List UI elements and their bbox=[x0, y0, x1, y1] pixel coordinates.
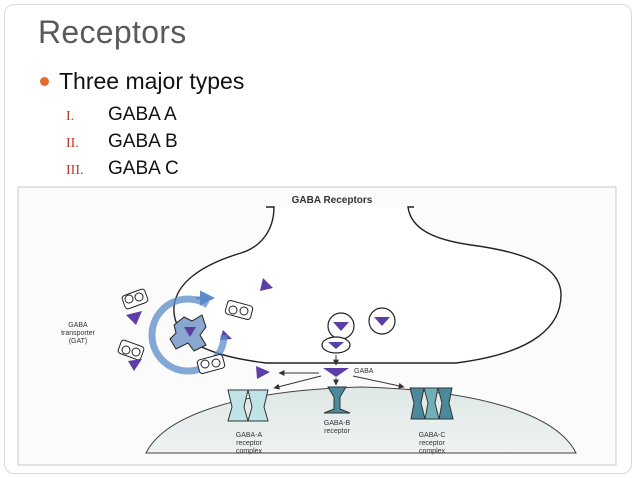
reuptake-cycle bbox=[148, 295, 228, 375]
vesicle-icon bbox=[368, 307, 396, 335]
gaba-a-label-line: GABA-A bbox=[236, 432, 263, 439]
gaba-molecule-icon bbox=[260, 278, 273, 291]
list-item: III. GABA C bbox=[66, 158, 179, 185]
list-item: II. GABA B bbox=[66, 131, 179, 158]
gaba-b-receptor-icon bbox=[323, 386, 351, 414]
transporter-unit-icon bbox=[224, 300, 254, 320]
gaba-a-receptor-icon bbox=[227, 389, 269, 422]
gaba-molecule-icon bbox=[128, 359, 142, 371]
vesicle-icon bbox=[321, 336, 351, 354]
roman-numeral: II. bbox=[66, 136, 79, 151]
transporter-unit-icon bbox=[121, 288, 149, 310]
transporter-label-line: (GAT) bbox=[69, 338, 88, 345]
gaba-molecule-icon bbox=[323, 368, 349, 377]
bullet-item: Three major types bbox=[40, 68, 244, 95]
transporter-unit-icon bbox=[196, 354, 226, 374]
slide-frame bbox=[4, 4, 632, 474]
presynaptic-terminal bbox=[173, 206, 562, 364]
gaba-a-label-line: receptor bbox=[236, 440, 262, 447]
gaba-c-label-line: receptor bbox=[419, 440, 445, 447]
roman-numeral: III. bbox=[66, 163, 84, 178]
arrow-to-gaba-c bbox=[352, 375, 405, 389]
gaba-c-label-line: GABA-C bbox=[419, 432, 446, 439]
vesicle-icon bbox=[327, 312, 355, 340]
gaba-b-label-line: receptor bbox=[324, 428, 350, 435]
slide-title: Receptors bbox=[38, 14, 187, 50]
list-item-label: GABA A bbox=[108, 104, 177, 125]
gaba-receptor-diagram: GABA Receptors GABA bbox=[16, 185, 620, 468]
transporter-label-line: transporter bbox=[61, 330, 96, 337]
sub-list: I. GABA A II. GABA B III. GABA C bbox=[66, 104, 179, 185]
gaba-b-label-line: GABA-B bbox=[324, 420, 351, 427]
arrow-to-gaba-a bbox=[273, 375, 322, 390]
transporter-protein-icon bbox=[169, 314, 207, 352]
bullet-dot-icon bbox=[40, 77, 49, 86]
list-item-label: GABA C bbox=[108, 158, 179, 179]
gaba-label: GABA bbox=[354, 368, 374, 375]
gaba-c-receptor-icon bbox=[409, 387, 454, 420]
gaba-a-label-line: complex bbox=[236, 448, 263, 455]
gaba-molecule-icon bbox=[256, 366, 270, 379]
roman-numeral: I. bbox=[66, 109, 75, 124]
transporter-unit-icon bbox=[117, 339, 145, 361]
figure-title: GABA Receptors bbox=[292, 195, 373, 206]
gaba-c-label-line: complex bbox=[419, 448, 446, 455]
diagram-svg: GABA Receptors GABA bbox=[17, 186, 617, 466]
transporter-label-line: GABA bbox=[68, 322, 88, 329]
gaba-molecule-icon bbox=[126, 311, 142, 325]
list-item-label: GABA B bbox=[108, 131, 178, 152]
bullet-text: Three major types bbox=[59, 68, 245, 94]
list-item: I. GABA A bbox=[66, 104, 179, 131]
